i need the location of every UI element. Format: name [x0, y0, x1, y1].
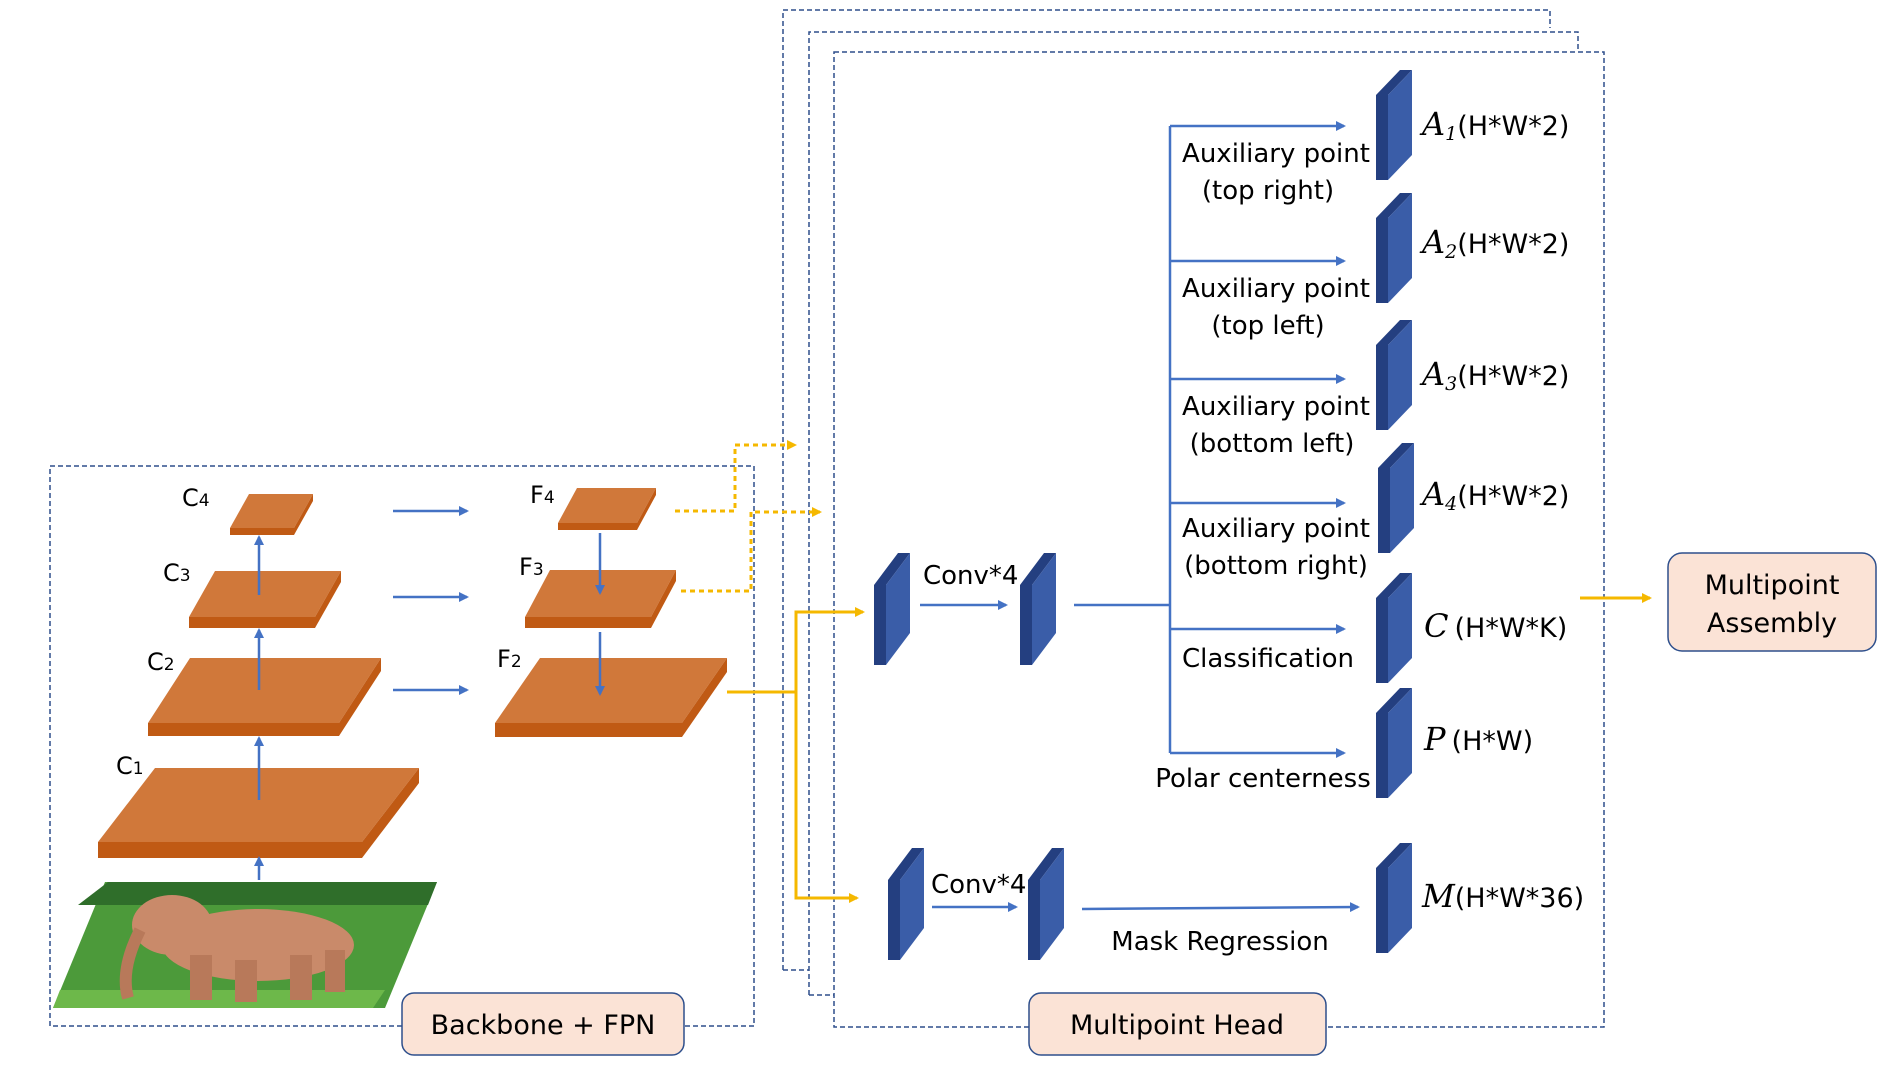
elephant-image: [53, 882, 437, 1008]
conv-top-output-block: [1020, 553, 1056, 665]
f4-block: [558, 488, 656, 530]
arrow-f4-to-head-dotted: [675, 440, 797, 513]
output-classification-label: C(H*W*K): [1424, 607, 1567, 645]
output-symbol-labels: A1(H*W*2) A2(H*W*2) A3(H*W*2) A4(H*W*2) …: [1419, 105, 1584, 915]
c2-label: C2: [147, 648, 175, 676]
head-conv-blocks: [874, 553, 1064, 960]
conv-bottom-output-block: [1028, 848, 1064, 960]
c3-block: [189, 571, 341, 628]
conv-bottom-label: Conv*4: [931, 870, 1026, 900]
branch-a3-label-1: Auxiliary point: [1182, 392, 1370, 422]
c4-label: C4: [182, 484, 210, 512]
backbone-title: Backbone + FPN: [431, 1010, 656, 1041]
head-frame-back: [782, 9, 1551, 970]
conv-top-input-block: [874, 553, 910, 665]
output-a2-label: A2(H*W*2): [1419, 223, 1569, 263]
backbone-labels: C4 C3 C2 C1 F4 F3 F2: [116, 481, 555, 780]
output-blocks: [1376, 70, 1414, 953]
output-centerness-label: P(H*W): [1423, 720, 1533, 758]
head-title: Multipoint Head: [1070, 1010, 1284, 1041]
output-block-classification: [1376, 573, 1412, 683]
output-a4-label: A4(H*W*2): [1419, 475, 1569, 515]
branch-a2-label-2: (top left): [1211, 311, 1324, 341]
head-title-box: Multipoint Head: [1028, 992, 1327, 1056]
branch-classification-label: Classification: [1182, 644, 1354, 674]
assembly-box: Multipoint Assembly: [1667, 552, 1877, 652]
f2-block: [495, 658, 727, 737]
arrow-f3-to-head-dotted: [681, 507, 822, 593]
branch-a1-label-2: (top right): [1202, 176, 1334, 206]
c1-label: C1: [116, 752, 144, 780]
assembly-label-line-2: Assembly: [1707, 608, 1837, 639]
f4-label: F4: [530, 481, 555, 509]
conv-bottom-input-block: [888, 848, 924, 960]
conv-top-label: Conv*4: [923, 561, 1018, 591]
head-frame-stack: [782, 9, 1605, 1028]
arrow-mask-regression: [1081, 902, 1360, 913]
c2-block: [148, 658, 381, 736]
output-a1-label: A1(H*W*2): [1419, 105, 1569, 145]
output-block-a1: [1376, 70, 1412, 180]
yellow-connectors: [675, 440, 1652, 903]
backbone-title-box: Backbone + FPN: [401, 992, 685, 1056]
output-block-a2: [1376, 193, 1412, 303]
output-block-a4: [1378, 443, 1414, 553]
backbone-c-blocks: [98, 494, 419, 858]
output-block-centerness: [1376, 688, 1412, 798]
branch-a2-label-1: Auxiliary point: [1182, 274, 1370, 304]
output-block-mask: [1376, 843, 1412, 953]
arrow-f2-to-mask-branch: [794, 692, 859, 903]
fpn-f-blocks: [495, 488, 727, 737]
c4-block: [230, 494, 313, 535]
branch-labels: Auxiliary point (top right) Auxiliary po…: [1111, 139, 1370, 957]
c3-label: C3: [163, 559, 191, 587]
output-a3-label: A3(H*W*2): [1419, 355, 1569, 395]
arrow-f2-to-top-branch: [794, 607, 865, 692]
assembly-label-line-1: Multipoint: [1705, 570, 1840, 601]
f3-label: F3: [519, 553, 544, 581]
conv-arrows: [920, 121, 1360, 913]
backbone-arrows: [254, 506, 605, 880]
branch-a4-label-1: Auxiliary point: [1182, 514, 1370, 544]
branch-centerness-label: Polar centerness: [1155, 764, 1371, 794]
c1-block: [98, 768, 419, 858]
output-block-a3: [1376, 320, 1412, 430]
f2-label: F2: [497, 645, 522, 673]
branch-a1-label-1: Auxiliary point: [1182, 139, 1370, 169]
output-mask-label: M(H*W*36): [1421, 877, 1584, 915]
branch-a4-label-2: (bottom right): [1184, 551, 1368, 581]
mask-regression-label: Mask Regression: [1111, 927, 1328, 957]
branch-a3-label-2: (bottom left): [1190, 429, 1355, 459]
head-frame-front: [833, 51, 1605, 1028]
